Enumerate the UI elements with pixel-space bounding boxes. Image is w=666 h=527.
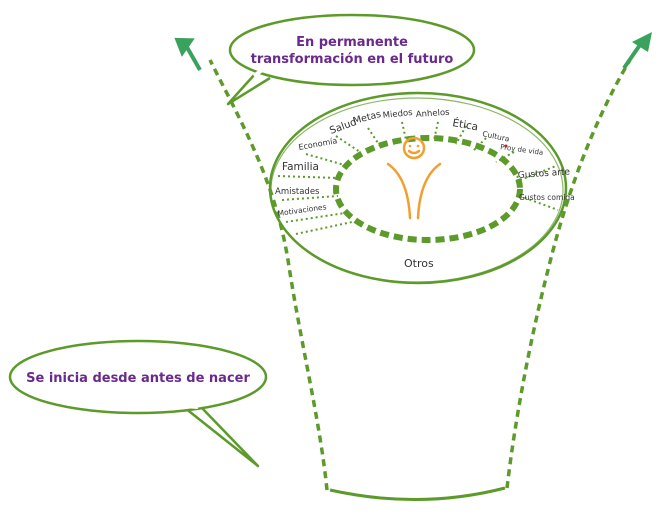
funnel-left-line — [208, 59, 329, 491]
funnel-bottom-curve — [329, 486, 506, 501]
red-dot-mark — [504, 144, 508, 148]
label-familia: Familia — [282, 161, 319, 173]
label-etica: Ética — [451, 116, 479, 133]
funnel-outline — [208, 59, 632, 501]
person-icon — [386, 136, 442, 220]
connector-lines — [277, 121, 559, 235]
future-bubble-line1: En permanente — [296, 35, 408, 50]
label-metas: Metas — [352, 109, 382, 127]
label-anhelos: Anhelos — [416, 108, 451, 120]
funnel-right-line — [505, 59, 632, 489]
origin-speech-bubble: Se inicia desde antes de nacer — [8, 339, 268, 468]
label-economia: Economía — [298, 136, 338, 152]
label-amistades: Amistades — [275, 187, 320, 197]
label-motivaciones: Motivaciones — [277, 202, 327, 218]
origin-bubble-text: Se inicia desde antes de nacer — [26, 371, 250, 386]
label-miedos: Miedos — [382, 108, 413, 121]
label-gustos-comida: Gustos comida — [519, 193, 575, 202]
future-speech-bubble: En permanente transformación en el futur… — [226, 13, 476, 106]
label-gustos-arte: Gustos arte — [518, 167, 571, 181]
future-bubble-line2: transformación en el futuro — [251, 52, 454, 67]
arrow-up-icon — [174, 37, 202, 71]
label-cultura: Cultura — [482, 129, 511, 144]
label-otros: Otros — [404, 257, 434, 270]
inner-dashed-ring — [333, 135, 523, 243]
outer-ring — [268, 91, 568, 285]
arrow-up-icon — [622, 32, 652, 70]
